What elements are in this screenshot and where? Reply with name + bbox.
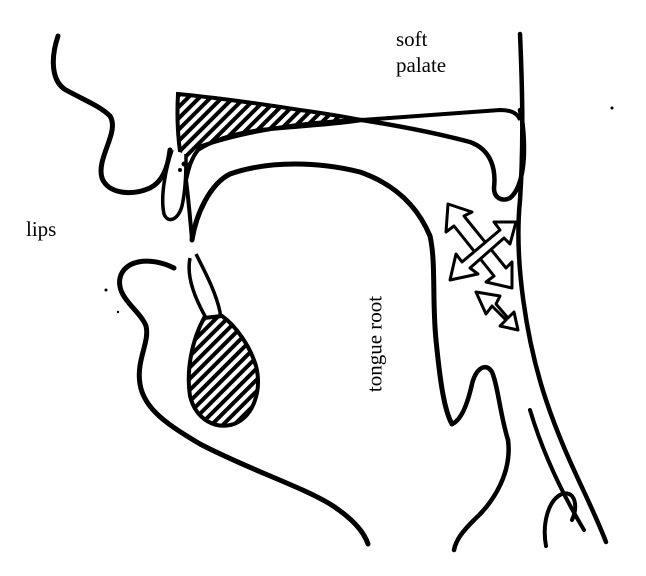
pharyngeal-wall: [518, 34, 606, 542]
larynx-front: [454, 440, 509, 550]
tongue-tip: [186, 180, 192, 240]
soft-palate-label: soft palate: [388, 24, 484, 94]
tongue-root-label: tongue root: [363, 296, 388, 392]
mandible-hatched: [189, 316, 258, 426]
lips-label: lips: [0, 200, 100, 266]
vocal-fold: [545, 493, 575, 546]
soft-palate-label-line2: palate: [396, 52, 484, 78]
soft-palate-label-line1: soft: [396, 26, 484, 52]
epiglottis: [452, 367, 508, 440]
lower-incisor: [189, 254, 220, 325]
tongue-root-label-box: tongue root: [345, 264, 405, 424]
upper-lip-outline: [53, 36, 170, 193]
movement-arrows-icon: [446, 204, 518, 330]
